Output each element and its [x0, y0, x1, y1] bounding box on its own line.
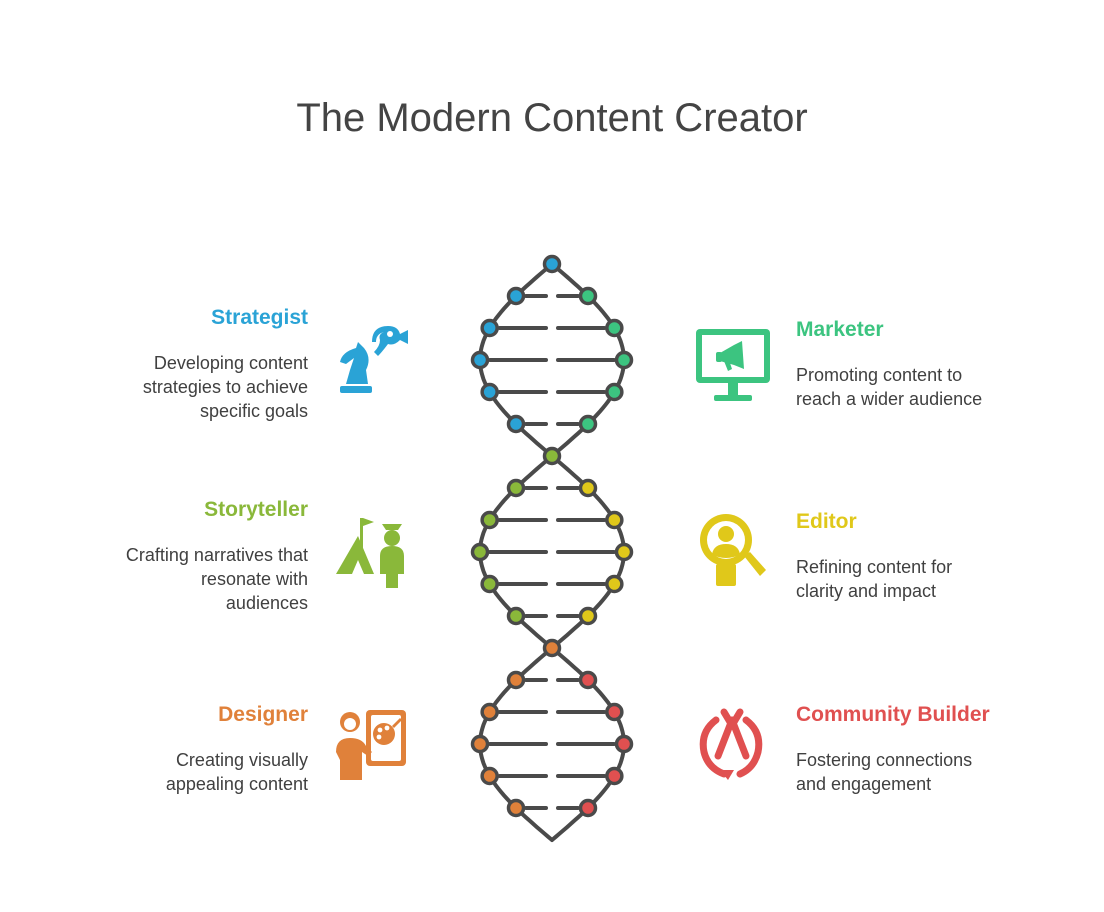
role-marketer: Marketer Promoting content to reach a wi… [796, 317, 1026, 411]
description-line: reach a wider audience [796, 389, 983, 409]
dna-node [506, 670, 526, 690]
role-community: Community Builder Fostering connections … [796, 702, 1026, 796]
dna-node [506, 286, 526, 306]
dna-node [614, 734, 634, 754]
role-description: Promoting content to reach a wider audie… [796, 363, 1026, 411]
chess-knight-icon [332, 318, 412, 398]
painter-palette-icon [332, 704, 412, 784]
role-strategist: Strategist Developing content strategies… [78, 305, 308, 423]
dna-node [470, 734, 490, 754]
dna-node [542, 446, 562, 466]
role-title: Designer [218, 703, 308, 726]
community-chat-icon [694, 704, 774, 784]
description-line: specific goals [199, 401, 308, 421]
description-line: Promoting content to [796, 365, 963, 385]
dna-node [480, 574, 499, 594]
dna-node [605, 702, 624, 722]
dna-node [506, 478, 526, 498]
description-line: resonate with [200, 569, 308, 589]
campfire-storyteller-icon [332, 512, 412, 592]
role-title: Marketer [796, 318, 884, 341]
dna-node [542, 638, 562, 658]
description-line: Developing content [153, 353, 308, 373]
dna-node [506, 414, 526, 434]
dna-node [614, 542, 634, 562]
role-designer: Designer Creating visually appealing con… [78, 702, 308, 796]
page-title: The Modern Content Creator [296, 96, 808, 140]
role-title: Editor [796, 510, 857, 533]
dna-node [578, 670, 598, 690]
dna-node [506, 798, 526, 818]
dna-node [605, 574, 624, 594]
description-line: Creating visually [175, 750, 308, 770]
description-line: Crafting narratives that [125, 545, 308, 565]
dna-node [470, 542, 490, 562]
role-title: Strategist [211, 306, 308, 329]
description-line: strategies to achieve [142, 377, 308, 397]
dna-node [480, 766, 499, 786]
dna-node [470, 350, 490, 370]
dna-node [578, 606, 598, 626]
role-editor: Editor Refining content for clarity and … [796, 509, 1026, 603]
dna-node [480, 318, 499, 338]
dna-node [480, 510, 499, 530]
monitor-megaphone-icon [694, 325, 774, 405]
description-line: audiences [225, 593, 308, 613]
dna-node [542, 254, 562, 274]
role-title: Storyteller [204, 498, 308, 521]
description-line: and engagement [796, 774, 932, 794]
description-line: Refining content for [796, 557, 953, 577]
dna-node [578, 286, 598, 306]
description-line: appealing content [165, 774, 308, 794]
dna-node [578, 478, 598, 498]
description-line: clarity and impact [796, 581, 937, 601]
dna-node [480, 382, 499, 402]
dna-node [605, 766, 624, 786]
dna-node [506, 606, 526, 626]
role-title: Community Builder [796, 703, 990, 726]
role-description: Crafting narratives that resonate with a… [78, 543, 308, 615]
dna-node [480, 702, 499, 722]
dna-node [605, 510, 624, 530]
description-line: Fostering connections [796, 750, 973, 770]
role-description: Refining content for clarity and impact [796, 555, 1026, 603]
dna-node [614, 350, 634, 370]
dna-node [578, 414, 598, 434]
dna-node [605, 382, 624, 402]
dna-node [578, 798, 598, 818]
magnifier-person-icon [694, 510, 774, 590]
dna-node [605, 318, 624, 338]
role-description: Fostering connections and engagement [796, 748, 1026, 796]
role-description: Developing content strategies to achieve… [78, 351, 308, 423]
role-description: Creating visually appealing content [78, 748, 308, 796]
role-storyteller: Storyteller Crafting narratives that res… [78, 497, 308, 615]
